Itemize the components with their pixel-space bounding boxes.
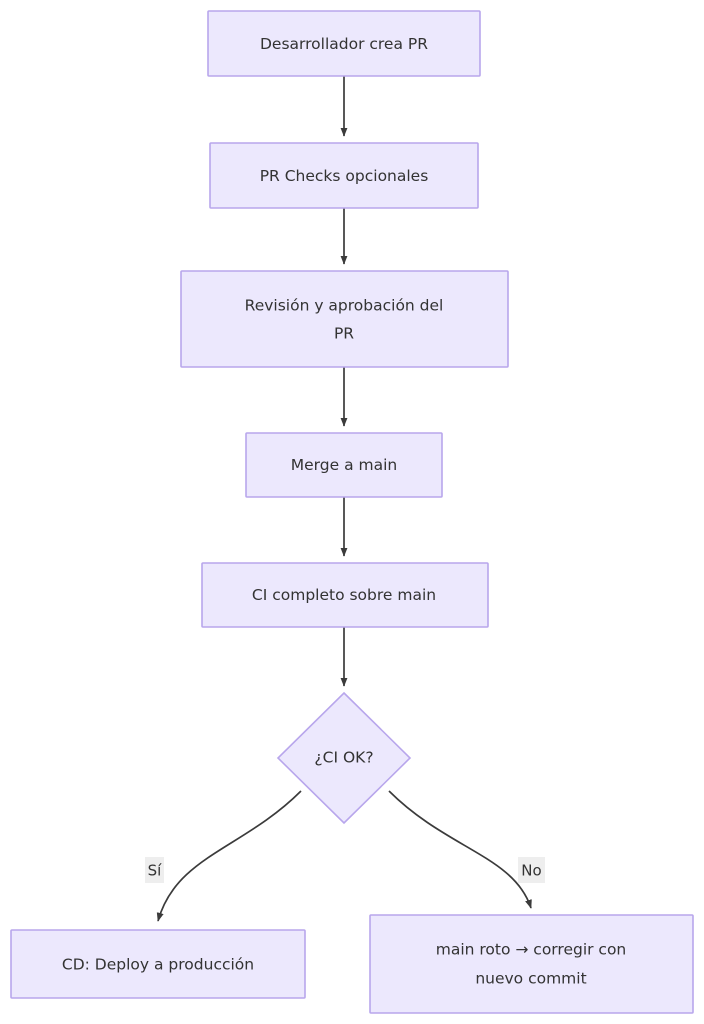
node-n7[interactable]: CD: Deploy a producción bbox=[10, 929, 306, 999]
edge-group bbox=[156, 76, 532, 922]
node-label-line: ¿CI OK? bbox=[314, 749, 373, 767]
node-n2[interactable]: PR Checks opcionales bbox=[209, 142, 479, 209]
node-label-line: main roto → corregir con bbox=[436, 941, 627, 959]
node-rect[interactable] bbox=[10, 929, 306, 999]
edge-n6-n8-no bbox=[388, 790, 532, 909]
node-n8[interactable]: main roto → corregir con nuevo commit bbox=[369, 914, 694, 1014]
node-label-line: PR Checks opcionales bbox=[260, 167, 429, 185]
node-label-line: PR bbox=[334, 325, 354, 343]
edge-label-no: No bbox=[518, 857, 545, 883]
edge-label-si: Sí bbox=[145, 857, 164, 883]
node-label-line: nuevo commit bbox=[475, 970, 586, 988]
node-n6[interactable]: ¿CI OK? bbox=[276, 691, 412, 825]
node-n1[interactable]: Desarrollador crea PR bbox=[207, 10, 481, 77]
node-label-line: Revisión y aprobación del bbox=[245, 297, 444, 315]
node-rect[interactable] bbox=[245, 432, 443, 498]
node-label-line: CI completo sobre main bbox=[252, 586, 436, 604]
node-rect[interactable] bbox=[180, 270, 509, 368]
edge-n6-n7-si bbox=[156, 790, 302, 922]
node-rect[interactable] bbox=[209, 142, 479, 209]
node-diamond[interactable] bbox=[276, 691, 412, 825]
node-n4[interactable]: Merge a main bbox=[245, 432, 443, 498]
node-rect[interactable] bbox=[369, 914, 694, 1014]
edge-label-background bbox=[518, 857, 545, 883]
node-n5[interactable]: CI completo sobre main bbox=[201, 562, 489, 628]
node-label-line: CD: Deploy a producción bbox=[62, 956, 254, 974]
node-label-line: Merge a main bbox=[291, 456, 397, 474]
node-rect[interactable] bbox=[201, 562, 489, 628]
edge-label-text: No bbox=[521, 862, 541, 880]
node-label-line: Desarrollador crea PR bbox=[260, 35, 428, 53]
node-n3[interactable]: Revisión y aprobación del PR bbox=[180, 270, 509, 368]
edge-label-background bbox=[145, 857, 164, 883]
node-rect[interactable] bbox=[207, 10, 481, 77]
edge-label-text: Sí bbox=[148, 862, 163, 880]
